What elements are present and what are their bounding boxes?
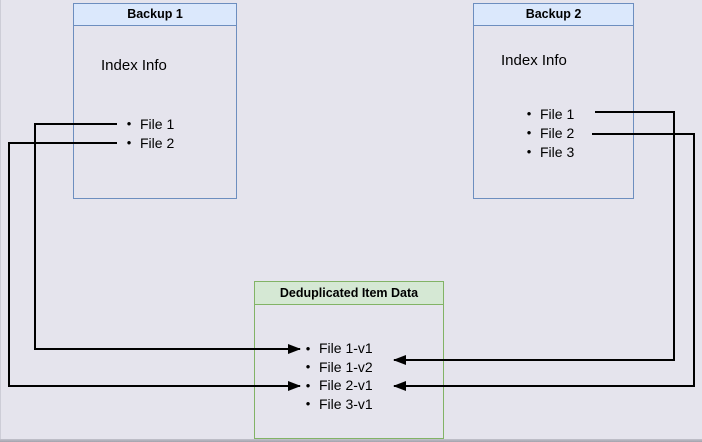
- window-bottom-edge: [0, 439, 702, 442]
- backup2-file1-label: File 1: [540, 105, 575, 122]
- window-left-edge: [0, 0, 1, 442]
- dedup-file2-v1-label: File 2-v1: [319, 377, 373, 394]
- backup2-index-info-label: Index Info: [501, 52, 567, 69]
- backup1-node: Backup 1 Index Info File 1 File 2: [73, 3, 237, 199]
- dedup-file-list: File 1-v1 File 1-v2 File 2-v1 File 3-v1: [301, 339, 373, 413]
- dedup-file-item: File 3-v1: [301, 395, 373, 414]
- dedup-title: Deduplicated Item Data: [255, 282, 443, 305]
- bullet-icon: [301, 396, 315, 411]
- backup2-file-item: File 2: [522, 123, 574, 142]
- bullet-icon: [122, 135, 136, 150]
- bullet-icon: [122, 116, 136, 131]
- backup2-file-item: File 1: [522, 104, 574, 123]
- dedup-file-item: File 1-v1: [301, 339, 373, 358]
- backup1-index-info-label: Index Info: [101, 57, 167, 74]
- backup1-file-item: File 2: [122, 133, 174, 152]
- dedup-file-item: File 2-v1: [301, 376, 373, 395]
- backup2-title: Backup 2: [474, 4, 633, 26]
- bullet-icon: [522, 125, 536, 140]
- dedup-file1-v2-label: File 1-v2: [319, 358, 373, 375]
- dedup-file1-v1-label: File 1-v1: [319, 340, 373, 357]
- backup2-file-item: File 3: [522, 142, 574, 161]
- backup2-file3-label: File 3: [540, 143, 575, 160]
- dedup-file-item: File 1-v2: [301, 358, 373, 377]
- bullet-icon: [301, 359, 315, 374]
- backup1-file2-label: File 2: [140, 134, 175, 151]
- bullet-icon: [301, 378, 315, 393]
- bullet-icon: [522, 106, 536, 121]
- backup2-file2-label: File 2: [540, 124, 575, 141]
- backup2-file-list: File 1 File 2 File 3: [522, 104, 574, 161]
- backup1-file1-label: File 1: [140, 115, 175, 132]
- backup1-file-item: File 1: [122, 114, 174, 133]
- bullet-icon: [522, 144, 536, 159]
- backup1-title: Backup 1: [74, 4, 236, 26]
- dedup-file3-v1-label: File 3-v1: [319, 395, 373, 412]
- backup2-node: Backup 2 Index Info File 1 File 2 File 3: [473, 3, 634, 199]
- deduplicated-item-data-node: Deduplicated Item Data File 1-v1 File 1-…: [254, 281, 444, 439]
- bullet-icon: [301, 341, 315, 356]
- backup1-file-list: File 1 File 2: [122, 114, 174, 152]
